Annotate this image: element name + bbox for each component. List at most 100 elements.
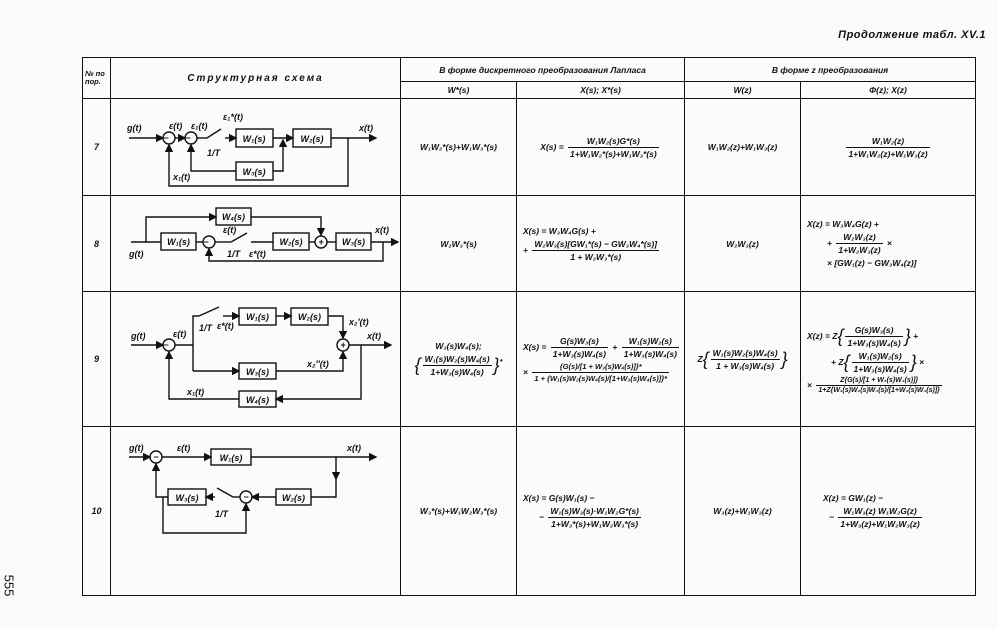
table-row: 10 bbox=[82, 426, 976, 596]
label-x: x(t) bbox=[374, 225, 389, 235]
label-period: 1/T bbox=[227, 249, 242, 259]
label-w4: W₄(s) bbox=[222, 212, 245, 222]
wz-cell: W₁W₂(z)+W₁W₃(z) bbox=[684, 98, 801, 196]
svg-text:−: − bbox=[163, 340, 169, 350]
header-x: X(s); X*(s) bbox=[516, 81, 685, 99]
label-e: ε(t) bbox=[169, 121, 182, 131]
star: * bbox=[499, 357, 503, 366]
label-x: x(t) bbox=[358, 123, 373, 133]
phi-cell: X(z) = W₃W₄G(z) + + W₂W₃(z)1+W₂W₃(z) × ×… bbox=[800, 195, 976, 292]
z-operator: Z bbox=[697, 353, 703, 364]
svg-text:−: − bbox=[243, 492, 249, 502]
header-phi: Φ(z); X(z) bbox=[800, 81, 976, 99]
wstar-cell: W₃*(s)+W₁W₂W₃*(s) bbox=[400, 426, 517, 596]
fraction: W₁W₃(z) W₁W₂G(z)1+W₃(z)+W₁W₂W₃(z) bbox=[838, 506, 922, 529]
page-number: 555 bbox=[1, 574, 17, 597]
denominator: 1+W₁W₂(z)+W₁W₃(z) bbox=[848, 148, 928, 159]
fraction: W₁W₂(z)1+W₁W₂(z)+W₁W₃(z) bbox=[846, 136, 930, 159]
header-z-transform: В форме z преобразования bbox=[684, 57, 976, 82]
wstar-cell: W₃(s)W₄(s); {W₁(s)W₂(s)W₄(s)1+W₃(s)W₄(s)… bbox=[400, 291, 517, 427]
row-number: 10 bbox=[82, 426, 111, 596]
denominator: 1+W₁W₂*(s)+W₁W₃*(s) bbox=[570, 148, 657, 159]
label-e: ε(t) bbox=[177, 443, 190, 453]
sign: − bbox=[539, 511, 544, 522]
wstar-line1: W₃(s)W₄(s); bbox=[435, 341, 482, 351]
numerator: {G(s)/[1 + W₃(s)W₄(s)]}* bbox=[532, 362, 670, 373]
plus: + bbox=[612, 341, 618, 352]
fraction: W₁(s)W₂(s)W₄(s)1 + W₃(s)W₄(s) bbox=[710, 347, 780, 371]
block-diagram: −+ g(t) W₄(s) W₁(s) ε(t) ε*(t) W₂(s) W₃(… bbox=[110, 195, 401, 292]
numerator: W₁(s)W₂(s)W₄(s) bbox=[710, 347, 780, 360]
fraction: W₁W₂(s)G*(s)1+W₁W₂*(s)+W₁W₃*(s) bbox=[568, 136, 659, 159]
numerator: G(s)W₃(s) bbox=[550, 336, 608, 348]
numerator: W₁(s)W₂(s) bbox=[851, 351, 909, 363]
sampler-switch bbox=[230, 231, 248, 243]
phi-line3: × [GW₁(z) − GW₃W₄(z)] bbox=[827, 258, 917, 268]
wstar-cell: W₁W₂*(s)+W₁W₃*(s) bbox=[400, 98, 517, 196]
sampler-switch bbox=[216, 487, 234, 498]
sign: − bbox=[829, 511, 834, 522]
fraction: G(s)W₃(s)1+W₃(s)W₄(s) bbox=[550, 336, 608, 359]
block-diagram: −− g(t) ε(t) W₁(s) x(t) W₂(s) W₃(s) 1/T bbox=[110, 426, 401, 596]
row-number: 7 bbox=[82, 98, 111, 196]
table-row: 9 bbox=[82, 291, 976, 427]
wz-cell: Z{W₁(s)W₂(s)W₄(s)1 + W₃(s)W₄(s)} bbox=[684, 291, 801, 427]
x-lhs: X(s) = bbox=[540, 141, 564, 152]
denominator: 1+W₂W₃(z) bbox=[838, 245, 881, 255]
denominator: 1+W₃(s)W₄(s) bbox=[853, 363, 907, 374]
x-line1: X(s) = W₃W₄G(s) + bbox=[523, 225, 596, 236]
x-cell: X(s) = W₃W₄G(s) + + W₂W₃(s)[GW₁*(s) − GW… bbox=[516, 195, 685, 292]
phi-line1: X(z) = W₃W₄G(z) + bbox=[807, 219, 879, 229]
header-wstar: W*(s) bbox=[400, 81, 517, 99]
phi-cell: W₁W₂(z)1+W₁W₂(z)+W₁W₃(z) bbox=[800, 98, 976, 196]
svg-text:+: + bbox=[318, 237, 324, 247]
denominator: 1 + {W₁(s)W₂(s)W₄(s)/[1+W₃(s)W₄(s)]}* bbox=[534, 373, 668, 383]
label-w1: W₁(s) bbox=[243, 134, 266, 144]
label-w1: W₁(s) bbox=[167, 237, 190, 247]
diagram-8: −+ g(t) W₄(s) W₁(s) ε(t) ε*(t) W₂(s) W₃(… bbox=[128, 206, 400, 262]
label-e-star: ε*(t) bbox=[249, 249, 266, 259]
denominator: 1+Z{W₁(s)W₂(s)W₄(s)/[1+W₃(s)W₄(s)]} bbox=[818, 386, 940, 394]
label-x1: x₁(t) bbox=[172, 172, 190, 182]
diagram-10: −− g(t) ε(t) W₁(s) x(t) W₂(s) W₃(s) 1/T bbox=[128, 443, 378, 534]
label-w2: W₂(s) bbox=[298, 312, 321, 322]
svg-text:−: − bbox=[163, 133, 169, 143]
label-w3: W₃(s) bbox=[243, 167, 266, 177]
times: × bbox=[523, 366, 528, 377]
label-x2-prime: x₂′(t) bbox=[348, 317, 369, 327]
table-row: 8 bbox=[82, 195, 976, 292]
numerator: W₂W₃(s)[GW₁*(s) − GW₃W₄*(s)] bbox=[532, 238, 660, 251]
row-number: 9 bbox=[82, 291, 111, 427]
label-e-star: ε*(t) bbox=[217, 321, 234, 331]
denominator: 1+W₃(s)W₄(s) bbox=[430, 367, 484, 377]
fraction: W₁(s)W₂(s)W₄(s)1+W₃(s)W₄(s) bbox=[422, 354, 492, 377]
label-g: g(t) bbox=[126, 123, 142, 133]
header-number: № по пор. bbox=[82, 57, 111, 99]
denominator: 1+W₃*(s)+W₁W₂W₃*(s) bbox=[551, 519, 639, 529]
label-w2: W₂(s) bbox=[282, 493, 305, 503]
numerator: W₁(s)W₂(s)W₄(s) bbox=[422, 354, 492, 366]
table-row: 7 bbox=[82, 98, 976, 196]
numerator: G(s)W₃(s) bbox=[845, 325, 903, 337]
diagram-9: −+ g(t) ε(t) 1/T ε*(t) W₁(s) W₂(s) x₂′(t… bbox=[130, 305, 393, 408]
label-e1: ε₁(t) bbox=[191, 121, 207, 131]
block-diagram: −− g(t) ε(t) ε₁(t) ε₁*(t) W₁(s) W₂(s) W₃… bbox=[110, 98, 401, 196]
label-w3: W₃(s) bbox=[246, 367, 269, 377]
x-lhs: X(s) = bbox=[523, 341, 547, 352]
label-e: ε(t) bbox=[223, 225, 236, 235]
times: × bbox=[886, 237, 892, 248]
numerator: Z{G(s)/[1 + W₃(s)W₄(s)]} bbox=[816, 377, 942, 386]
svg-text:−: − bbox=[185, 133, 191, 143]
label-e: ε(t) bbox=[173, 329, 186, 339]
header-laplace: В форме дискретного преобразования Лапла… bbox=[400, 57, 685, 82]
fraction: W₁(s)W₃(s)·W₁W₂G*(s)1+W₃*(s)+W₁W₂W₃*(s) bbox=[548, 506, 641, 529]
page-title: Продолжение табл. XV.1 bbox=[838, 29, 986, 41]
transfer-function-table: № по пор. Структурная схема В форме диск… bbox=[82, 57, 976, 596]
denominator: 1+W₃(s)W₄(s) bbox=[623, 348, 677, 359]
denominator: 1 + W₃(s)W₄(s) bbox=[716, 360, 775, 371]
fraction: W₁(s)W₂(s)1+W₃(s)W₄(s) bbox=[851, 351, 909, 374]
label-w3: W₃(s) bbox=[176, 493, 199, 503]
label-g: g(t) bbox=[128, 249, 144, 259]
label-x2-double-prime: x₂″(t) bbox=[306, 359, 329, 369]
svg-text:−: − bbox=[203, 237, 209, 247]
